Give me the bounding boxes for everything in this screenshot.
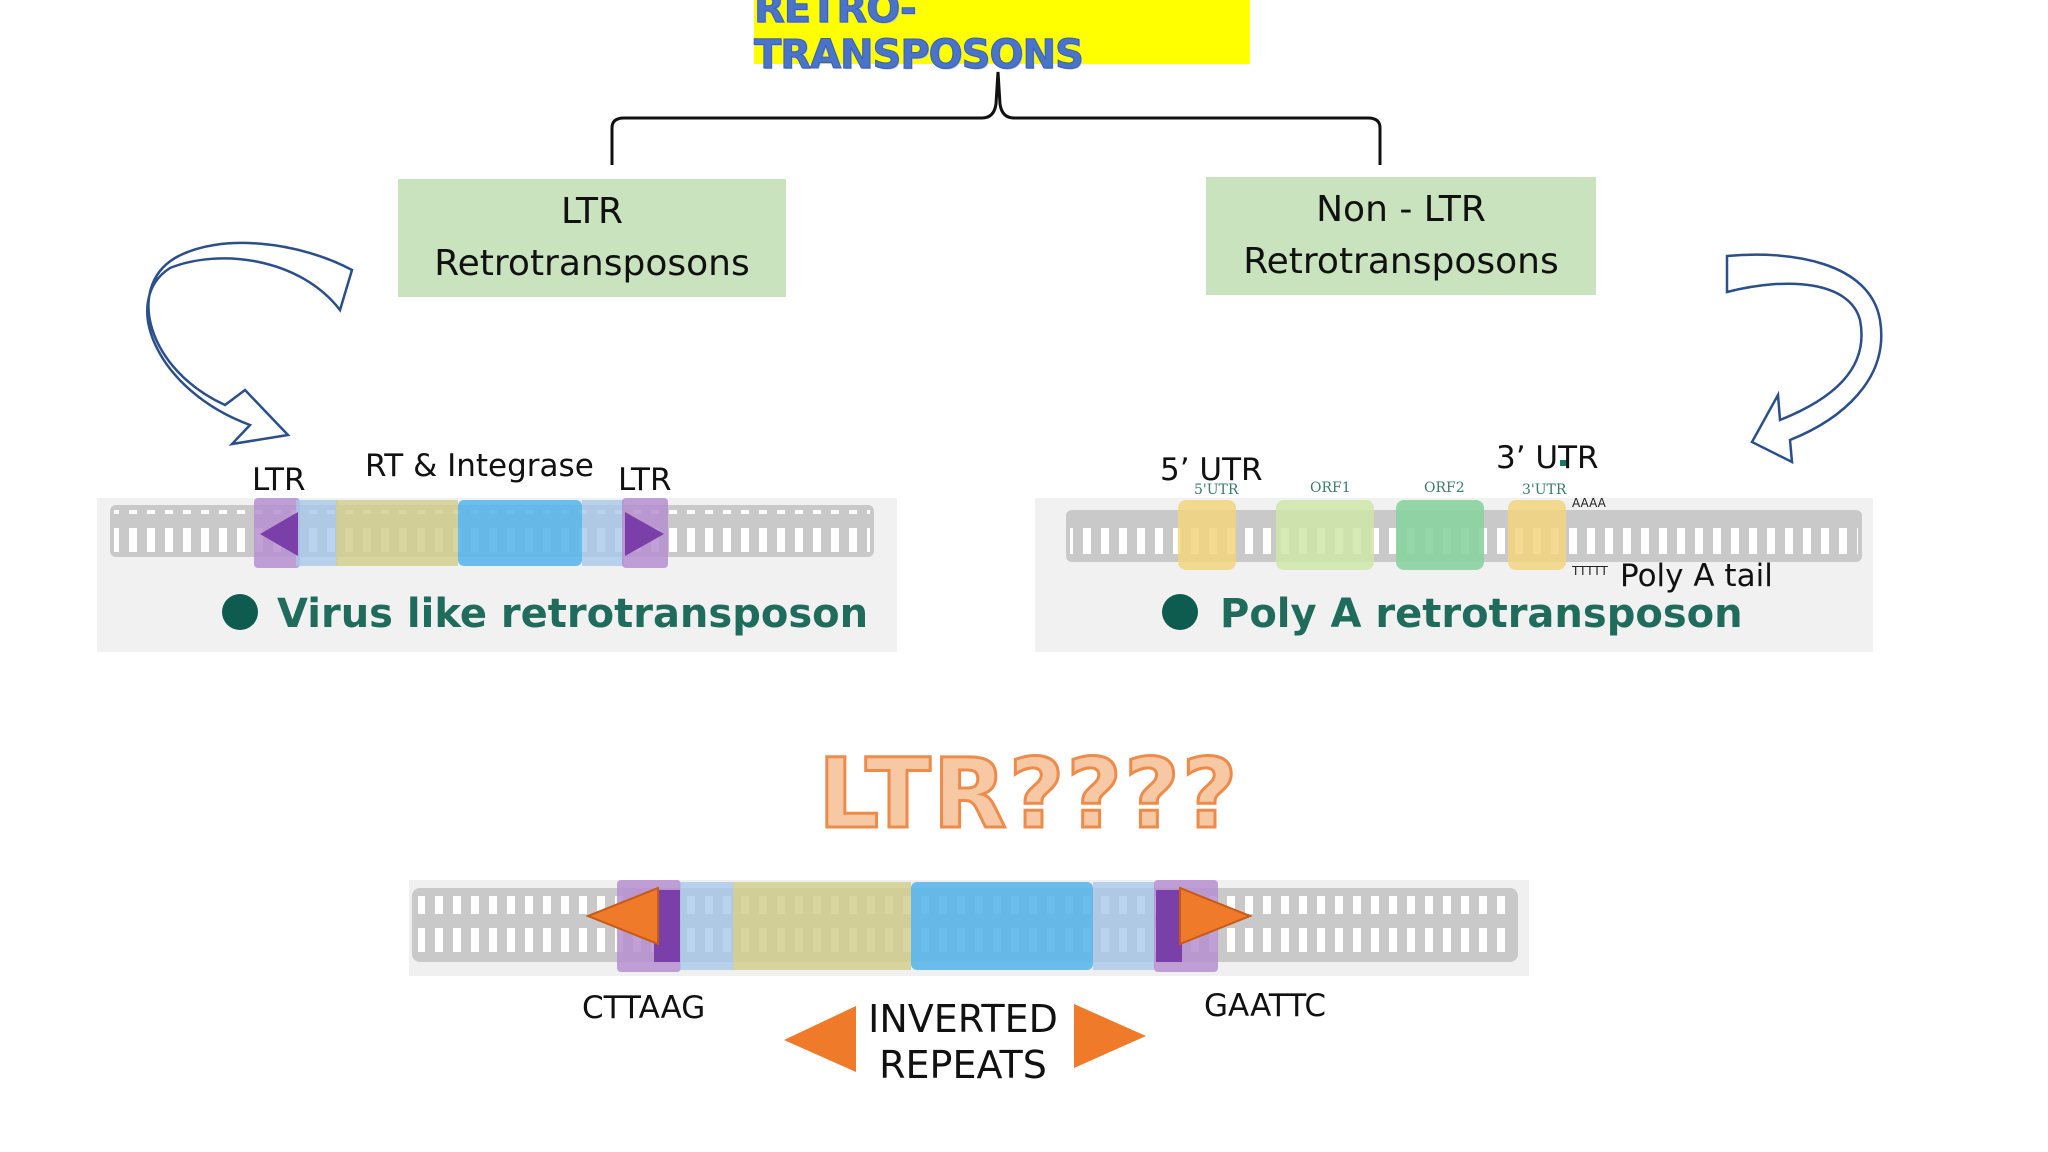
poly-a-caption: Poly A retrotransposon — [1220, 591, 1743, 637]
poly-a-aaaa-label: AAAA — [1572, 496, 1606, 510]
page-title: RETRO- TRANSPOSONS — [754, 0, 1250, 79]
ltr-left-label: LTR — [252, 462, 306, 498]
small-orf2-label: ORF2 — [1424, 480, 1465, 496]
inverted-line2: REPEATS — [879, 1043, 1047, 1087]
ltr-retrotransposons-box: LTR Retrotransposons — [398, 179, 786, 297]
non-ltr-box-line1: Non - LTR — [1316, 189, 1486, 230]
bullet-dot-icon — [222, 594, 258, 630]
poly-a-tail-label: Poly A tail — [1620, 558, 1773, 594]
virus-like-caption: Virus like retrotransposon — [277, 591, 869, 637]
inverted-repeats-label: INVERTED REPEATS — [848, 996, 1078, 1088]
rt-integrase-label: RT & Integrase — [365, 448, 594, 484]
small-5utr-label: 5'UTR — [1194, 482, 1239, 498]
inverted-repeats-right-arrow-icon — [1074, 1004, 1146, 1068]
inverted-line1: INVERTED — [868, 997, 1058, 1041]
five-prime-utr-label: 5’ UTR — [1160, 452, 1263, 488]
ltr-box-line2: Retrotransposons — [434, 243, 750, 284]
non-ltr-retrotransposons-box: Non - LTR Retrotransposons — [1206, 177, 1596, 295]
bullet-dot-icon — [1162, 594, 1198, 630]
ltr-right-label: LTR — [618, 462, 672, 498]
left-sequence-label: CTTAAG — [582, 990, 706, 1026]
left-curved-arrow-icon — [146, 241, 354, 446]
non-ltr-box-line2: Retrotransposons — [1243, 241, 1559, 282]
inverted-repeats-left-arrow-icon — [784, 1006, 856, 1072]
right-sequence-label: GAATTC — [1204, 988, 1327, 1024]
ltr-box-line1: LTR — [560, 191, 624, 232]
left-inverted-arrow-icon — [585, 886, 659, 946]
right-curved-arrow-icon — [1725, 253, 1883, 465]
small-orf1-label: ORF1 — [1310, 480, 1351, 496]
right-inverted-arrow-icon — [1179, 886, 1253, 946]
ltr-question-heading: LTR???? — [817, 737, 1240, 852]
small-3utr-label: 3'UTR — [1522, 482, 1567, 498]
poly-t-tttt-label: TTTTT — [1572, 564, 1608, 578]
three-prime-utr-label: 3’ UTR — [1496, 440, 1599, 476]
